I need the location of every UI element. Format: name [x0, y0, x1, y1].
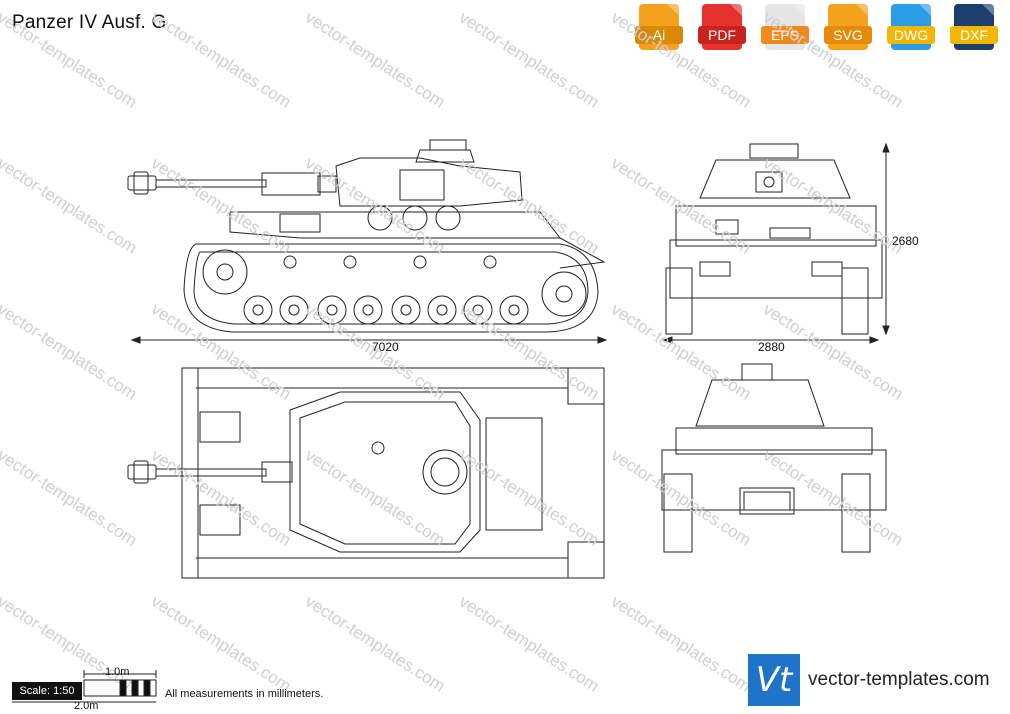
svg-text:vector-templates.com: vector-templates.com	[148, 445, 295, 549]
scale-2m-label: 2.0m	[74, 700, 99, 712]
measurement-note: All measurements in millimeters.	[165, 688, 324, 700]
svg-text:vector-templates.com: vector-templates.com	[608, 299, 755, 403]
svg-text:vector-templates.com: vector-templates.com	[0, 445, 140, 549]
svg-text:vector-templates.com: vector-templates.com	[148, 7, 295, 111]
format-ai-button[interactable]: Ai	[631, 4, 687, 52]
svg-text:vector-templates.com: vector-templates.com	[456, 445, 603, 549]
height-dimension	[882, 142, 890, 336]
svg-text:vector-templates.com: vector-templates.com	[760, 7, 907, 111]
format-ai-label: Ai	[635, 26, 683, 44]
front-view	[665, 143, 883, 335]
format-dxf-label: DXF	[950, 26, 998, 44]
width-dimension	[662, 336, 880, 344]
svg-text:vector-templates.com: vector-templates.com	[302, 591, 449, 695]
top-view	[127, 367, 605, 579]
svg-text:vector-templates.com: vector-templates.com	[0, 153, 140, 257]
scale-ratio: Scale: 1:50	[12, 682, 82, 700]
svg-text:vector-templates.com: vector-templates.com	[0, 299, 140, 403]
svg-text:vector-templates.com: vector-templates.com	[760, 445, 907, 549]
svg-text:vector-templates.com: vector-templates.com	[302, 7, 449, 111]
brand-url: vector-templates.com	[808, 669, 990, 690]
length-dimension	[130, 336, 608, 344]
format-eps-label: EPS	[761, 26, 809, 44]
svg-text:vector-templates.com: vector-templates.com	[608, 591, 755, 695]
rear-view	[661, 363, 887, 553]
svg-text:vector-templates.com: vector-templates.com	[608, 445, 755, 549]
length-label: 7020	[372, 340, 399, 354]
format-eps-button[interactable]: EPS	[757, 4, 813, 52]
vt-logo-icon: Vt	[748, 654, 800, 706]
svg-text:vector-templates.com: vector-templates.com	[0, 7, 140, 111]
format-buttons: Ai PDF EPS SVG DWG DXF	[631, 4, 1002, 52]
format-svg-button[interactable]: SVG	[820, 4, 876, 52]
height-label: 2680	[892, 234, 919, 248]
format-pdf-button[interactable]: PDF	[694, 4, 750, 52]
svg-text:vector-templates.com: vector-templates.com	[148, 591, 295, 695]
svg-text:vector-templates.com: vector-templates.com	[608, 7, 755, 111]
format-dxf-button[interactable]: DXF	[946, 4, 1002, 52]
brand-link[interactable]: Vt vector-templates.com	[748, 654, 990, 706]
scale-bar	[12, 670, 157, 703]
page-title: Panzer IV Ausf. G	[12, 12, 167, 33]
svg-text:vector-templates.com: vector-templates.com	[148, 153, 295, 257]
scale-1m-label: 1.0m	[105, 666, 130, 678]
svg-text:vector-templates.com: vector-templates.com	[456, 591, 603, 695]
width-label: 2880	[758, 340, 785, 354]
format-pdf-label: PDF	[698, 26, 746, 44]
svg-text:vector-templates.com: vector-templates.com	[456, 7, 603, 111]
format-dwg-label: DWG	[887, 26, 935, 44]
svg-text:vector-templates.com: vector-templates.com	[456, 153, 603, 257]
format-svg-label: SVG	[824, 26, 872, 44]
side-view	[127, 139, 606, 333]
format-dwg-button[interactable]: DWG	[883, 4, 939, 52]
